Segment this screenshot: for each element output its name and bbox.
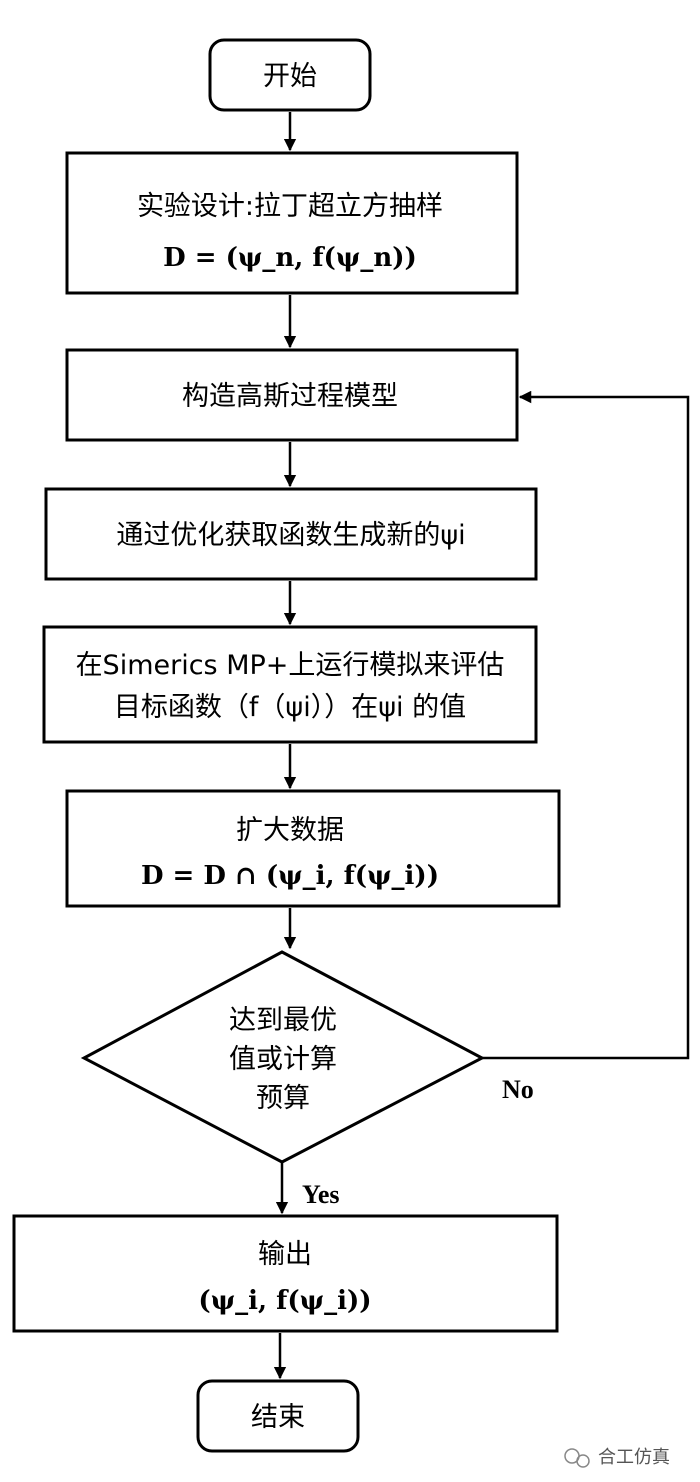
augment-label: 扩大数据 [236,815,344,846]
design-formula: D = (ψ_n, f(ψ_n)) [163,243,417,273]
start-node [208,38,372,112]
output-node [12,1214,559,1333]
acquire-node [44,487,538,581]
decision-label-line1: 达到最优 [229,1005,337,1036]
augment-node [65,789,561,908]
edge-decision-no-loop [482,390,690,1060]
design-node [65,151,519,295]
output-formula: (ψ_i, f(ψ_i)) [198,1286,371,1316]
gp-model-node [65,348,519,442]
start-label: 开始 [263,61,317,92]
augment-formula: D = D ∩ (ψ_i, f(ψ_i)) [141,861,439,891]
end-node [196,1379,360,1453]
decision-label-line2: 值或计算 [229,1044,337,1075]
yes-label: Yes [302,1180,340,1209]
no-label: No [502,1075,534,1104]
output-label: 输出 [258,1239,312,1270]
gp-model-label: 构造高斯过程模型 [182,381,398,412]
decision-node [80,950,486,1164]
simulate-label-line1: 在Simerics MP+上运行模拟来评估 [76,650,505,681]
acquire-label: 通过优化获取函数生成新的ψi [116,520,465,551]
design-label: 实验设计:拉丁超立方抽样 [137,191,443,222]
simulate-node [42,625,538,744]
end-label: 结束 [251,1402,305,1433]
simulate-label-line2: 目标函数（f（ψi））在ψi 的值 [114,692,466,723]
watermark-text: 合工仿真 [598,1447,670,1468]
wechat-icon [564,1448,590,1468]
decision-label-line3: 预算 [256,1083,310,1114]
